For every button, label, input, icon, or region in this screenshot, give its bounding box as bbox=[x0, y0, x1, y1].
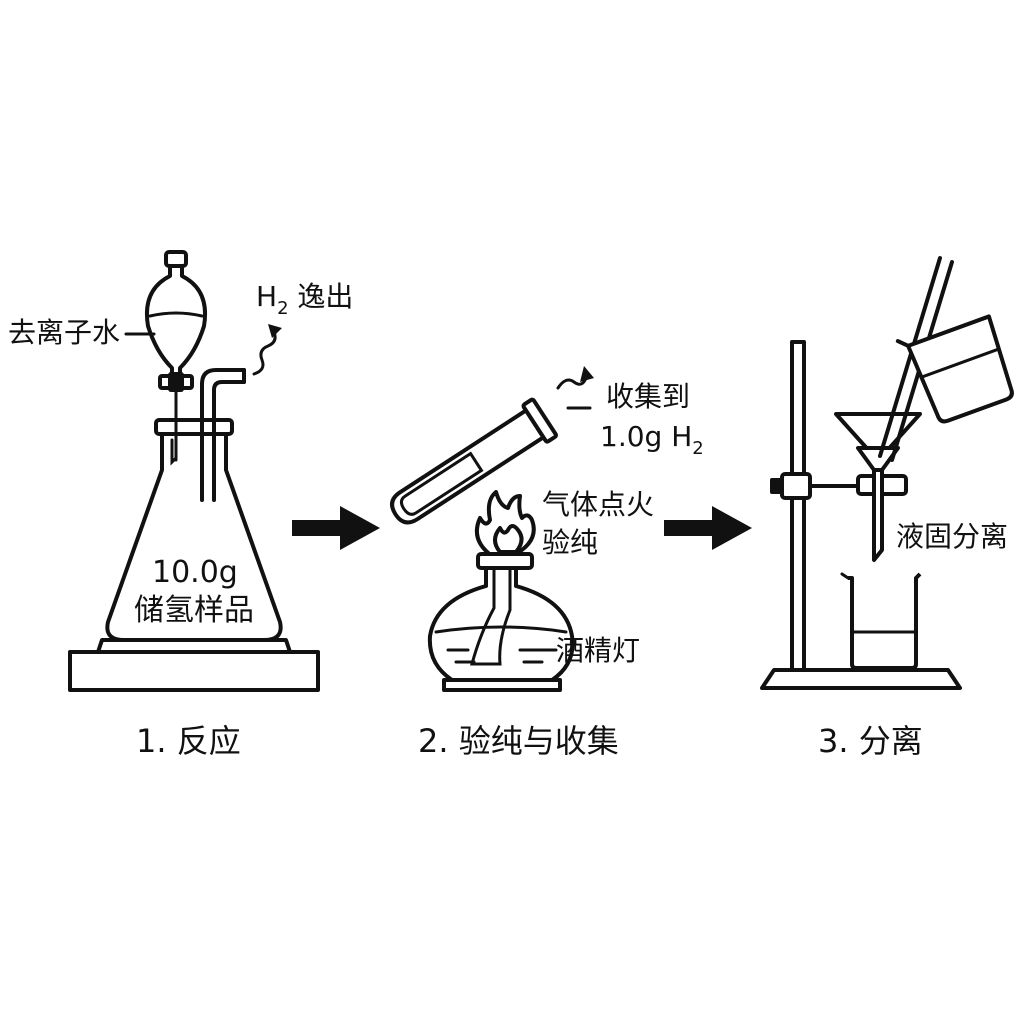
base-plate bbox=[68, 638, 320, 692]
separating-funnel bbox=[145, 250, 207, 466]
pouring-beaker bbox=[895, 314, 1014, 424]
glass-rod bbox=[878, 256, 942, 458]
collect-label: 收集到 bbox=[606, 380, 690, 413]
separation-label: 液固分离 bbox=[896, 520, 1008, 553]
purity-label: 验纯 bbox=[542, 526, 598, 559]
water-label: 去离子水 bbox=[8, 316, 120, 349]
flame-icon bbox=[475, 490, 536, 558]
ignite-label: 气体点火 bbox=[542, 488, 654, 521]
filtration-apparatus: 液固分离 bbox=[760, 256, 1014, 690]
step-label: 1. 反应 bbox=[136, 722, 241, 760]
stand-rod bbox=[790, 340, 806, 672]
clamp bbox=[770, 472, 908, 500]
process-arrow bbox=[292, 506, 380, 550]
sample-mass-label: 10.0g bbox=[152, 555, 238, 590]
collection-apparatus: 收集到 1.0g H2 气体点火 验纯 酒精灯 bbox=[390, 366, 704, 692]
h2-escape-label: H2 逸出 bbox=[256, 280, 353, 319]
process-arrow bbox=[664, 506, 752, 550]
lamp-label: 酒精灯 bbox=[556, 634, 640, 667]
reaction-apparatus: 去离子水 H2 逸出 10.0g 储氢样品 bbox=[8, 250, 353, 692]
h2-escape-arrow bbox=[252, 324, 282, 376]
step-label: 3. 分离 bbox=[818, 722, 923, 760]
receiving-beaker bbox=[840, 572, 922, 670]
sample-name-label: 储氢样品 bbox=[134, 593, 254, 628]
step-label: 2. 验纯与收集 bbox=[418, 722, 619, 760]
gas-out-arrow bbox=[556, 366, 594, 390]
stand-base bbox=[760, 668, 962, 690]
alcohol-lamp bbox=[427, 552, 575, 692]
delivery-tube bbox=[200, 368, 246, 502]
test-tube bbox=[390, 397, 558, 525]
collect-mass-label: 1.0g H2 bbox=[600, 420, 704, 459]
